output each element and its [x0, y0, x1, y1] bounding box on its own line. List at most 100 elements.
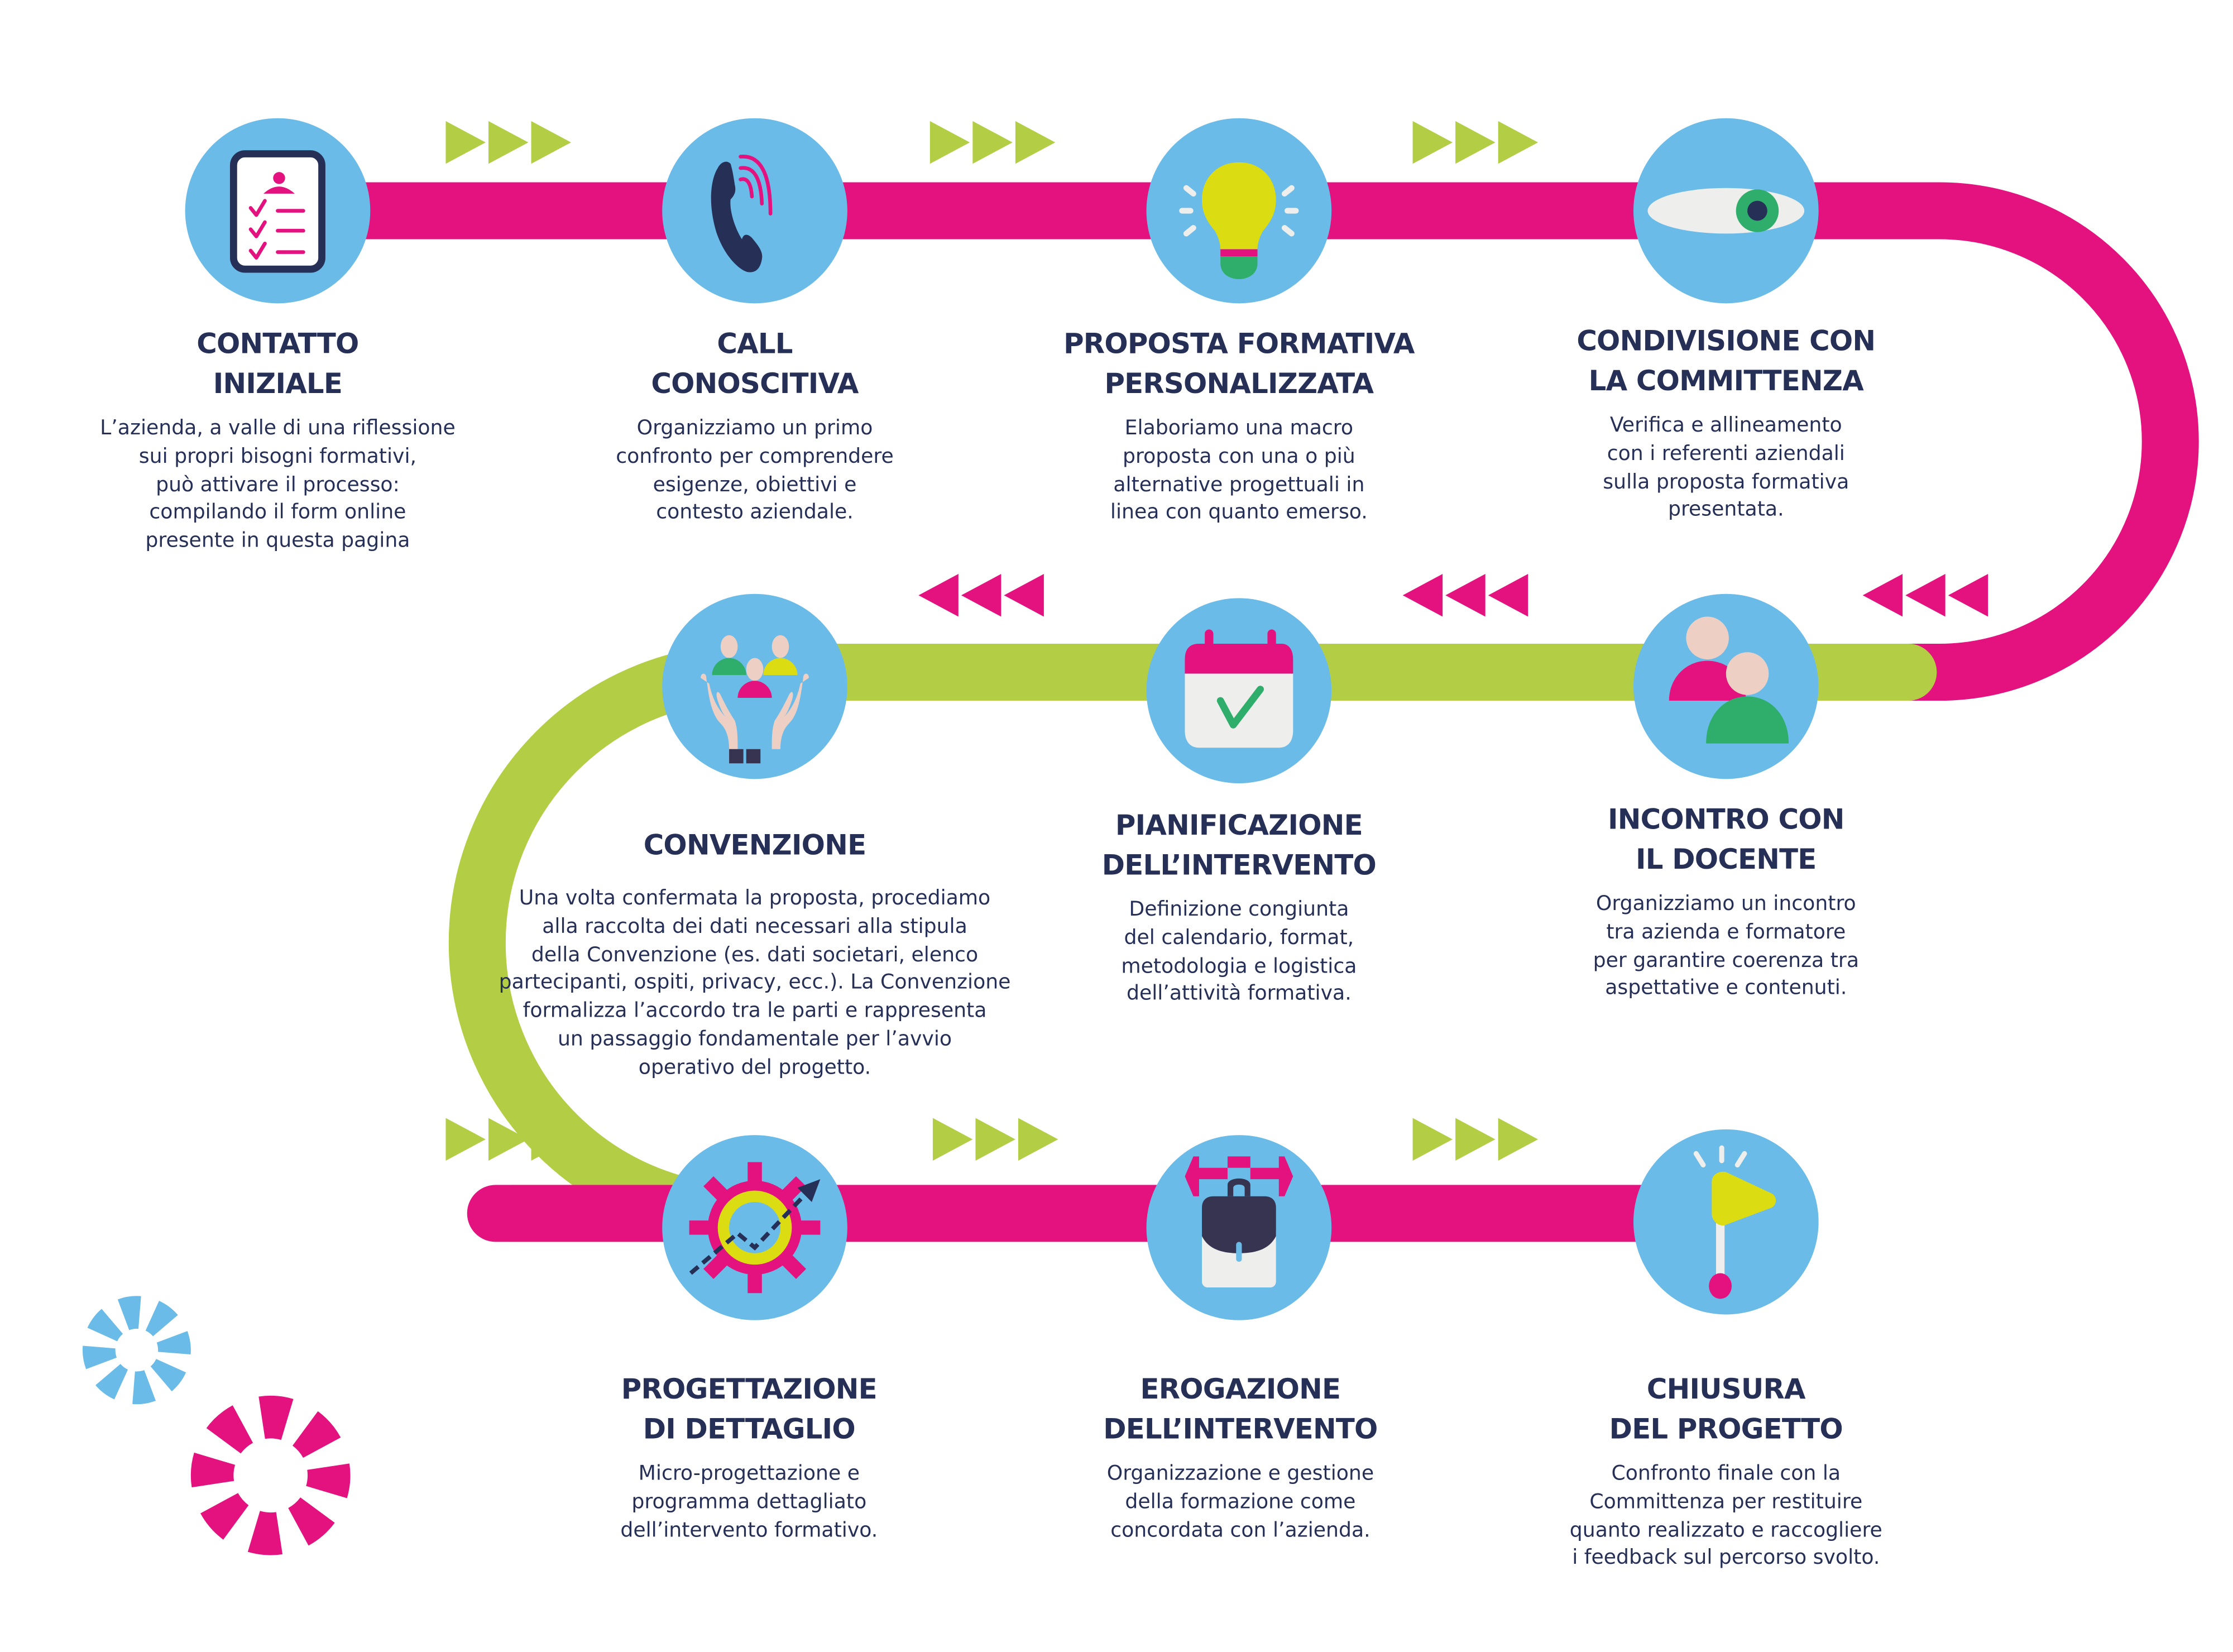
direction-chevrons-right-icon: [932, 1118, 1058, 1161]
chevron-left-icon: [918, 574, 959, 617]
step-desc-line: Definizione congiunta: [1129, 898, 1349, 922]
sunburst-ray: [200, 1493, 249, 1540]
step-title-line: DEL PROGETTO: [1609, 1412, 1843, 1446]
chevron-right-icon: [445, 121, 486, 164]
step-desc-line: contesto aziendale.: [656, 501, 854, 525]
step-title: INCONTRO CON IL DOCENTE: [1593, 801, 1859, 880]
step-title-line: PROPOSTA FORMATIVA: [1063, 327, 1415, 361]
step-desc-line: proposta con una o più: [1123, 445, 1355, 468]
step-circle-condivisione-committenza[interactable]: [1633, 118, 1819, 304]
checklist-icon: [229, 150, 325, 273]
step-circle-pianificazione-intervento[interactable]: [1146, 598, 1332, 783]
direction-chevrons-right-icon: [929, 121, 1056, 164]
sunburst-ray: [145, 1300, 178, 1337]
sunburst-ray: [132, 1370, 156, 1405]
step-desc-line: dell’attività formativa.: [1126, 983, 1352, 1006]
step-circle-progettazione-dettaglio[interactable]: [662, 1135, 847, 1320]
step-desc-line: confronto per comprendere: [616, 445, 894, 468]
sunburst-ray: [293, 1411, 341, 1458]
direction-chevrons-right-icon: [445, 1118, 571, 1161]
hands-people-icon: [701, 635, 809, 764]
sunburst-ray: [258, 1395, 294, 1440]
step-description: Definizione congiunta del calendario, fo…: [1102, 897, 1376, 1010]
step-title: PROPOSTA FORMATIVA PERSONALIZZATA: [1063, 325, 1415, 405]
chevron-right-icon: [929, 121, 970, 164]
step-description: Confronto finale con la Committenza per …: [1570, 1461, 1882, 1574]
chevron-right-icon: [932, 1118, 973, 1161]
step-desc-line: Verifica e allineamento: [1609, 414, 1842, 438]
step-circle-incontro-docente[interactable]: [1633, 593, 1819, 779]
chevron-left-icon: [1004, 574, 1044, 617]
direction-chevrons-left-icon: [1862, 574, 1988, 617]
direction-chevrons-left-icon: [918, 574, 1044, 617]
gear-growth-icon: [689, 1162, 821, 1294]
step-title-line: EROGAZIONE: [1140, 1373, 1341, 1406]
chevron-left-icon: [1905, 574, 1946, 617]
step-desc-line: può attivare il processo:: [156, 473, 400, 497]
step-circle-chiusura-progetto[interactable]: [1633, 1129, 1819, 1315]
step-desc-line: esigenze, obiettivi e: [653, 473, 857, 497]
step-title: CALL CONOSCITIVA: [616, 325, 894, 405]
sunburst-ray: [306, 1463, 351, 1498]
step-desc-line: Micro-progettazione e: [638, 1462, 860, 1486]
step-desc-line: programma dettagliato: [631, 1491, 867, 1514]
step-circle-contatto-iniziale[interactable]: [185, 118, 371, 304]
step-erogazione-intervento: EROGAZIONE DELL’INTERVENTO Organizzazion…: [1103, 1370, 1378, 1546]
step-desc-line: per garantire coerenza tra: [1593, 949, 1860, 973]
chevron-right-icon: [1455, 1118, 1496, 1161]
step-circle-convenzione[interactable]: [662, 593, 847, 779]
chevron-right-icon: [1498, 121, 1539, 164]
step-desc-line: alla raccolta dei dati necessari alla st…: [542, 915, 967, 938]
step-circle-erogazione-intervento[interactable]: [1146, 1135, 1332, 1320]
step-circle-call-conoscitiva[interactable]: [662, 118, 847, 304]
step-desc-line: Confronto finale con la: [1611, 1462, 1841, 1486]
lightbulb-icon: [1179, 162, 1299, 279]
chevron-right-icon: [1018, 1118, 1058, 1161]
step-circle-proposta-formativa[interactable]: [1146, 118, 1332, 304]
step-title-line: DI DETTAGLIO: [643, 1412, 856, 1446]
step-title: CHIUSURA DEL PROGETTO: [1570, 1370, 1882, 1450]
direction-chevrons-left-icon: [1402, 574, 1528, 617]
step-title: PROGETTAZIONE DI DETTAGLIO: [620, 1370, 878, 1450]
step-description: Una volta confermata la proposta, proced…: [499, 886, 1011, 1083]
step-title-line: CHIUSURA: [1646, 1373, 1806, 1406]
chevron-right-icon: [488, 1118, 529, 1161]
chevron-left-icon: [1445, 574, 1486, 617]
step-desc-line: formalizza l’accordo tra le parti e rapp…: [523, 1000, 987, 1023]
step-title: CONTATTO INIZIALE: [100, 325, 456, 405]
small-sunburst-icon: [82, 1296, 191, 1405]
step-call-conoscitiva: CALL CONOSCITIVA Organizziamo un primo c…: [616, 325, 894, 529]
step-title-line: CONVENZIONE: [643, 829, 866, 862]
step-desc-line: tra azienda e formatore: [1606, 921, 1846, 944]
step-desc-line: sui propri bisogni formativi,: [138, 445, 417, 468]
step-incontro-docente: INCONTRO CON IL DOCENTE Organizziamo un …: [1593, 801, 1859, 1004]
step-pianificazione-intervento: PIANIFICAZIONE DELL’INTERVENTO Definizio…: [1101, 806, 1377, 1010]
step-desc-line: Una volta confermata la proposta, proced…: [519, 887, 991, 911]
step-title-line: LA COMMITTENZA: [1588, 365, 1864, 398]
flag-icon: [1693, 1145, 1776, 1299]
step-desc-line: Organizziamo un incontro: [1595, 893, 1856, 916]
step-title-line: DELL’INTERVENTO: [1101, 849, 1377, 882]
step-title: PIANIFICAZIONE DELL’INTERVENTO: [1101, 806, 1377, 886]
step-desc-line: L’azienda, a valle di una riflessione: [100, 417, 456, 440]
step-desc-line: dell’intervento formativo.: [620, 1519, 878, 1542]
chevron-right-icon: [488, 121, 529, 164]
step-title-line: PIANIFICAZIONE: [1115, 808, 1363, 842]
chevron-right-icon: [531, 1118, 571, 1161]
step-desc-line: Organizziamo un primo: [636, 417, 873, 440]
direction-chevrons-right-icon: [445, 121, 571, 164]
decorations: [82, 1296, 351, 1555]
sunburst-ray: [247, 1511, 283, 1555]
path-segment-row1-right-turn: [277, 182, 2199, 701]
step-desc-line: con i referenti aziendali: [1607, 442, 1845, 466]
direction-chevrons-right-icon: [1412, 1118, 1539, 1161]
phone-icon: [711, 155, 773, 272]
sunburst-ray: [288, 1497, 335, 1546]
step-title: EROGAZIONE DELL’INTERVENTO: [1103, 1370, 1378, 1450]
step-description: Organizzazione e gestione della formazio…: [1103, 1461, 1377, 1545]
eye-icon: [1647, 188, 1805, 234]
step-convenzione: CONVENZIONE Una volta confermata la prop…: [499, 826, 1011, 1084]
step-desc-line: un passaggio fondamentale per l’avvio: [557, 1028, 952, 1051]
chevron-right-icon: [1015, 121, 1056, 164]
large-sunburst-icon: [190, 1395, 351, 1555]
